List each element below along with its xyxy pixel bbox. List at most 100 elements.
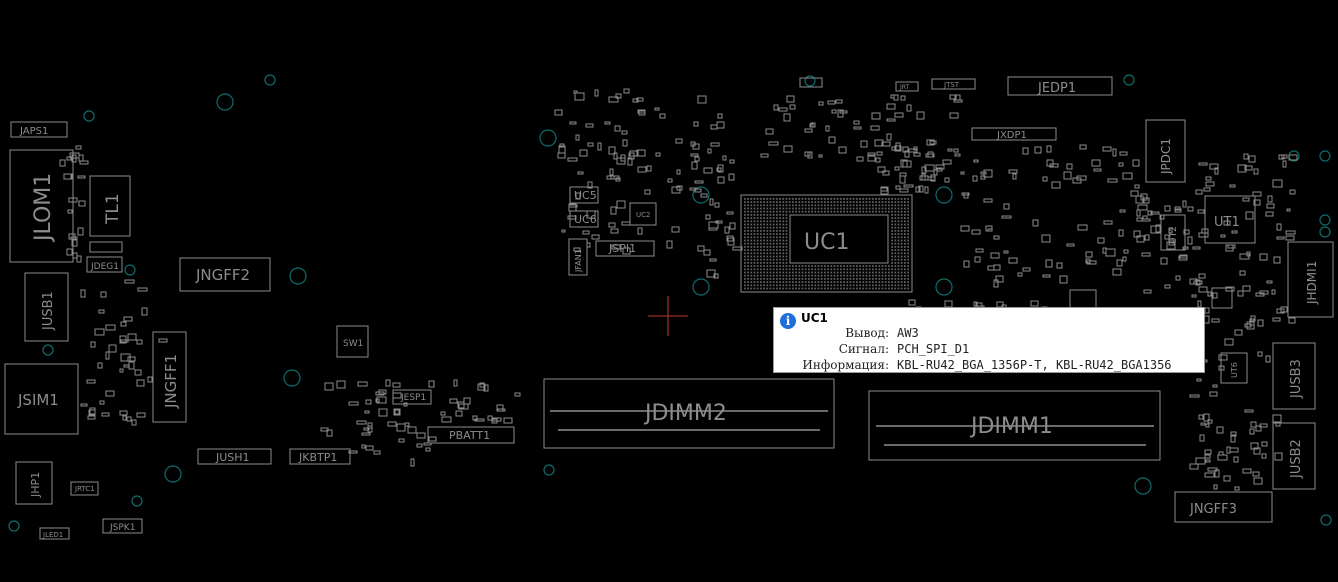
jxdp1-outline[interactable] <box>971 127 1057 141</box>
bga-ball <box>772 201 775 203</box>
smd-pad <box>1102 247 1107 254</box>
bga-ball <box>779 204 781 207</box>
smd-pad <box>1255 292 1265 297</box>
jrt-outline[interactable] <box>895 81 919 92</box>
jush1-outline[interactable] <box>197 448 272 465</box>
smd-pad <box>608 222 616 228</box>
bga-ball <box>900 265 903 267</box>
bga-ball <box>753 242 756 245</box>
jdimm1-outline[interactable] <box>868 390 1161 461</box>
jedp1-outline[interactable] <box>1007 76 1113 96</box>
smd-pad <box>1272 179 1283 188</box>
bga-ball <box>756 220 759 223</box>
ucp-outline[interactable] <box>629 202 657 226</box>
uc1-outline[interactable] <box>740 194 913 293</box>
japs1-outline[interactable] <box>10 121 68 138</box>
bga-ball <box>891 287 893 290</box>
bga-ball <box>904 204 906 207</box>
jsim1-outline[interactable] <box>4 363 79 435</box>
jngff2-outline[interactable] <box>179 257 271 292</box>
smd-pad <box>1116 259 1123 267</box>
bga-ball <box>776 255 778 258</box>
bga-ball <box>900 281 903 283</box>
jhp1-outline[interactable] <box>15 461 53 505</box>
bga-ball <box>904 284 906 287</box>
bga-ball <box>782 284 785 287</box>
jlom1-outline[interactable] <box>9 149 74 263</box>
bga-ball <box>779 217 781 219</box>
bga-ball <box>884 271 887 274</box>
bga-ball <box>811 287 813 290</box>
jfan1-outline[interactable] <box>568 238 588 276</box>
smd-pad <box>1288 317 1296 324</box>
smd-pad <box>1259 253 1268 261</box>
smd-pad <box>392 382 401 388</box>
smd-pad <box>1066 163 1073 170</box>
smd-pad <box>1243 153 1249 160</box>
bga-ball <box>827 287 829 290</box>
jngff3-outline[interactable] <box>1174 491 1273 523</box>
uc6-outline[interactable] <box>569 210 599 228</box>
ut6-outline[interactable] <box>1220 352 1248 384</box>
bga-ball <box>747 278 749 280</box>
ut1-outline[interactable] <box>1204 195 1256 244</box>
smd-pad <box>105 324 116 331</box>
jled1-outline[interactable] <box>39 527 70 540</box>
bga-ball <box>820 210 823 213</box>
jrtc1-outline[interactable] <box>70 481 99 496</box>
jspk1-outline[interactable] <box>102 518 143 534</box>
bga-ball <box>747 223 749 226</box>
smd-pad <box>1001 215 1012 219</box>
bga-ball <box>792 210 794 213</box>
smd-pad <box>365 445 374 451</box>
bga-ball <box>891 226 893 229</box>
tl1-outline[interactable] <box>89 175 131 237</box>
jdimm2-outline[interactable] <box>543 378 835 449</box>
smd-pad <box>77 227 84 236</box>
jhdmi1-outline[interactable] <box>1287 241 1334 318</box>
pbatt1-outline[interactable] <box>427 426 515 444</box>
jusb3-outline[interactable] <box>1272 342 1316 410</box>
jdeg1-outline[interactable] <box>86 256 123 273</box>
bga-ball <box>872 268 874 271</box>
jpdc1-outline[interactable] <box>1145 119 1186 183</box>
bga-ball <box>843 274 845 277</box>
jusb1-outline[interactable] <box>24 272 69 342</box>
bga-ball <box>830 281 833 283</box>
sw1-outline[interactable] <box>336 325 369 358</box>
bga-ball <box>747 249 749 251</box>
bga-ball <box>756 198 759 200</box>
smd-pad <box>703 167 713 174</box>
bga-ball <box>782 255 785 258</box>
jusb2-outline[interactable] <box>1272 422 1316 490</box>
bga-ball <box>907 217 909 219</box>
jtst-outline[interactable] <box>931 78 976 90</box>
smd-pad <box>654 107 660 111</box>
jspi1-outline[interactable] <box>595 240 655 257</box>
smd-pad <box>886 103 896 110</box>
bga-ball <box>747 246 749 248</box>
bga-ball <box>840 284 842 287</box>
bga-ball <box>836 210 839 213</box>
smd-pad <box>1030 300 1039 307</box>
bga-ball <box>785 265 788 267</box>
smd-pad <box>1042 274 1051 278</box>
bga-ball <box>868 284 871 287</box>
smd-pad <box>1252 191 1262 197</box>
bga-ball <box>750 262 753 264</box>
ut2-outline[interactable] <box>1160 214 1186 251</box>
bga-ball <box>760 281 762 283</box>
jngff1-outline[interactable] <box>152 331 187 423</box>
smd-pad <box>392 392 402 399</box>
smd-pad <box>1229 184 1236 188</box>
jesp1-outline[interactable] <box>392 389 432 405</box>
jkbtp1-outline[interactable] <box>289 448 351 465</box>
bga-ball <box>750 249 753 251</box>
bga-ball <box>824 210 826 213</box>
bga-ball <box>788 281 791 283</box>
label-jtst: JTST <box>943 81 960 89</box>
uc5-outline[interactable] <box>569 186 599 204</box>
bga-ball <box>747 242 749 245</box>
label-jngff3: JNGFF3 <box>1189 502 1237 517</box>
